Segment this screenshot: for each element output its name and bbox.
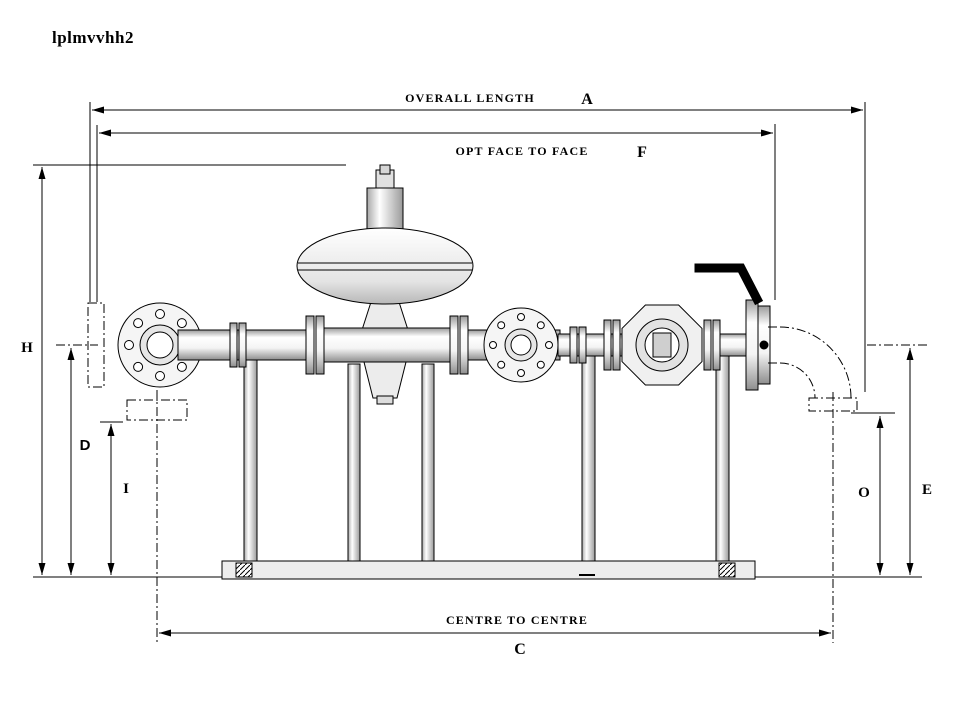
flange-ring — [229, 322, 238, 368]
bolt-hole — [489, 341, 497, 349]
pipe-supports — [243, 355, 730, 562]
bolt-hole — [497, 360, 506, 369]
dim-letter-I: I — [123, 481, 129, 497]
optional-drip-pot-outline — [126, 399, 188, 421]
dimension-I: I — [100, 421, 129, 575]
flange-ring — [578, 326, 587, 364]
bolt-hole — [517, 369, 525, 377]
regulator-bottom-skirt — [363, 361, 407, 399]
flange-ring — [315, 315, 325, 375]
anchor-bolt-left — [235, 562, 253, 578]
dimension-face-to-face-F: OPT FACE TO FACE F — [96, 124, 776, 302]
bolt-hole — [176, 318, 187, 329]
dim-label-overall-length: OVERALL LENGTH — [405, 91, 535, 105]
skid-base — [221, 560, 756, 580]
flange-ring — [238, 322, 247, 368]
regulator-stem-cap — [379, 164, 391, 175]
dimension-centreline-D: D — [56, 344, 98, 575]
valve-gate — [652, 332, 672, 358]
bolt-hole — [155, 371, 165, 381]
dimension-O: O — [851, 412, 895, 575]
drawing-title: lplmvvhh2 — [52, 28, 134, 47]
dim-letter-A: A — [581, 91, 593, 108]
bolt-hole — [536, 360, 545, 369]
support-leg — [715, 355, 730, 562]
optional-items — [87, 302, 858, 421]
dim-letter-E: E — [922, 482, 932, 498]
valve-body-octagon — [621, 304, 703, 386]
valve-stem-dot — [759, 340, 769, 350]
regulator-drain-plug — [376, 395, 394, 405]
pressure-regulator — [296, 164, 474, 405]
dimension-E: E — [867, 344, 932, 575]
flange-bore — [510, 334, 532, 356]
bolt-hole — [133, 318, 144, 329]
dim-letter-F: F — [637, 144, 647, 161]
dim-letter-H: H — [21, 340, 33, 356]
outlet-ball-valve — [694, 263, 771, 391]
regulator-body-spool — [323, 327, 453, 363]
regulator-upper-neck — [361, 301, 409, 331]
bolt-hole — [497, 321, 506, 330]
end-flange-plate — [745, 299, 759, 391]
dim-letter-D: D — [80, 437, 91, 454]
elbow-inner-arc — [779, 362, 816, 399]
flange-ring — [459, 315, 469, 375]
flange-ring — [712, 319, 721, 371]
flange-ring — [569, 326, 578, 364]
support-leg — [421, 363, 435, 562]
flange-bore — [146, 331, 174, 359]
support-leg — [243, 359, 258, 562]
elbow-outlet-flange — [808, 397, 858, 412]
flange-ring — [603, 319, 612, 371]
dimension-overall-length-A: OVERALL LENGTH A — [89, 91, 866, 392]
dim-label-face-to-face: OPT FACE TO FACE — [455, 144, 588, 158]
flange-ring — [612, 319, 621, 371]
bolt-hole — [517, 313, 525, 321]
flange-ring — [703, 319, 712, 371]
flange-ring — [449, 315, 459, 375]
bolt-hole — [124, 340, 134, 350]
dim-letter-O: O — [858, 485, 870, 501]
bolt-hole — [133, 361, 144, 372]
support-leg — [347, 363, 361, 562]
bolt-hole — [155, 309, 165, 319]
regulator-diaphragm-dome — [296, 227, 474, 305]
wafer-flange — [483, 307, 559, 383]
support-leg — [581, 355, 596, 562]
optional-mating-flange-outline — [87, 302, 105, 388]
flange-ring — [305, 315, 315, 375]
dim-letter-C: C — [514, 641, 526, 658]
pipe-segment — [717, 333, 747, 357]
anchor-bolt-right — [718, 562, 736, 578]
bolt-hole — [545, 341, 553, 349]
bolt-hole — [536, 321, 545, 330]
dimension-centre-to-centre-C: CENTRE TO CENTRE C — [156, 390, 834, 658]
optional-outlet-elbow-outline — [768, 326, 858, 412]
bolt-hole — [176, 361, 187, 372]
base-beam — [221, 560, 756, 580]
dim-label-centre-to-centre: CENTRE TO CENTRE — [446, 613, 588, 627]
elbow-outer-arc — [779, 326, 852, 399]
ball-valve-lever — [694, 263, 764, 306]
dimension-height-H: H — [21, 164, 346, 575]
